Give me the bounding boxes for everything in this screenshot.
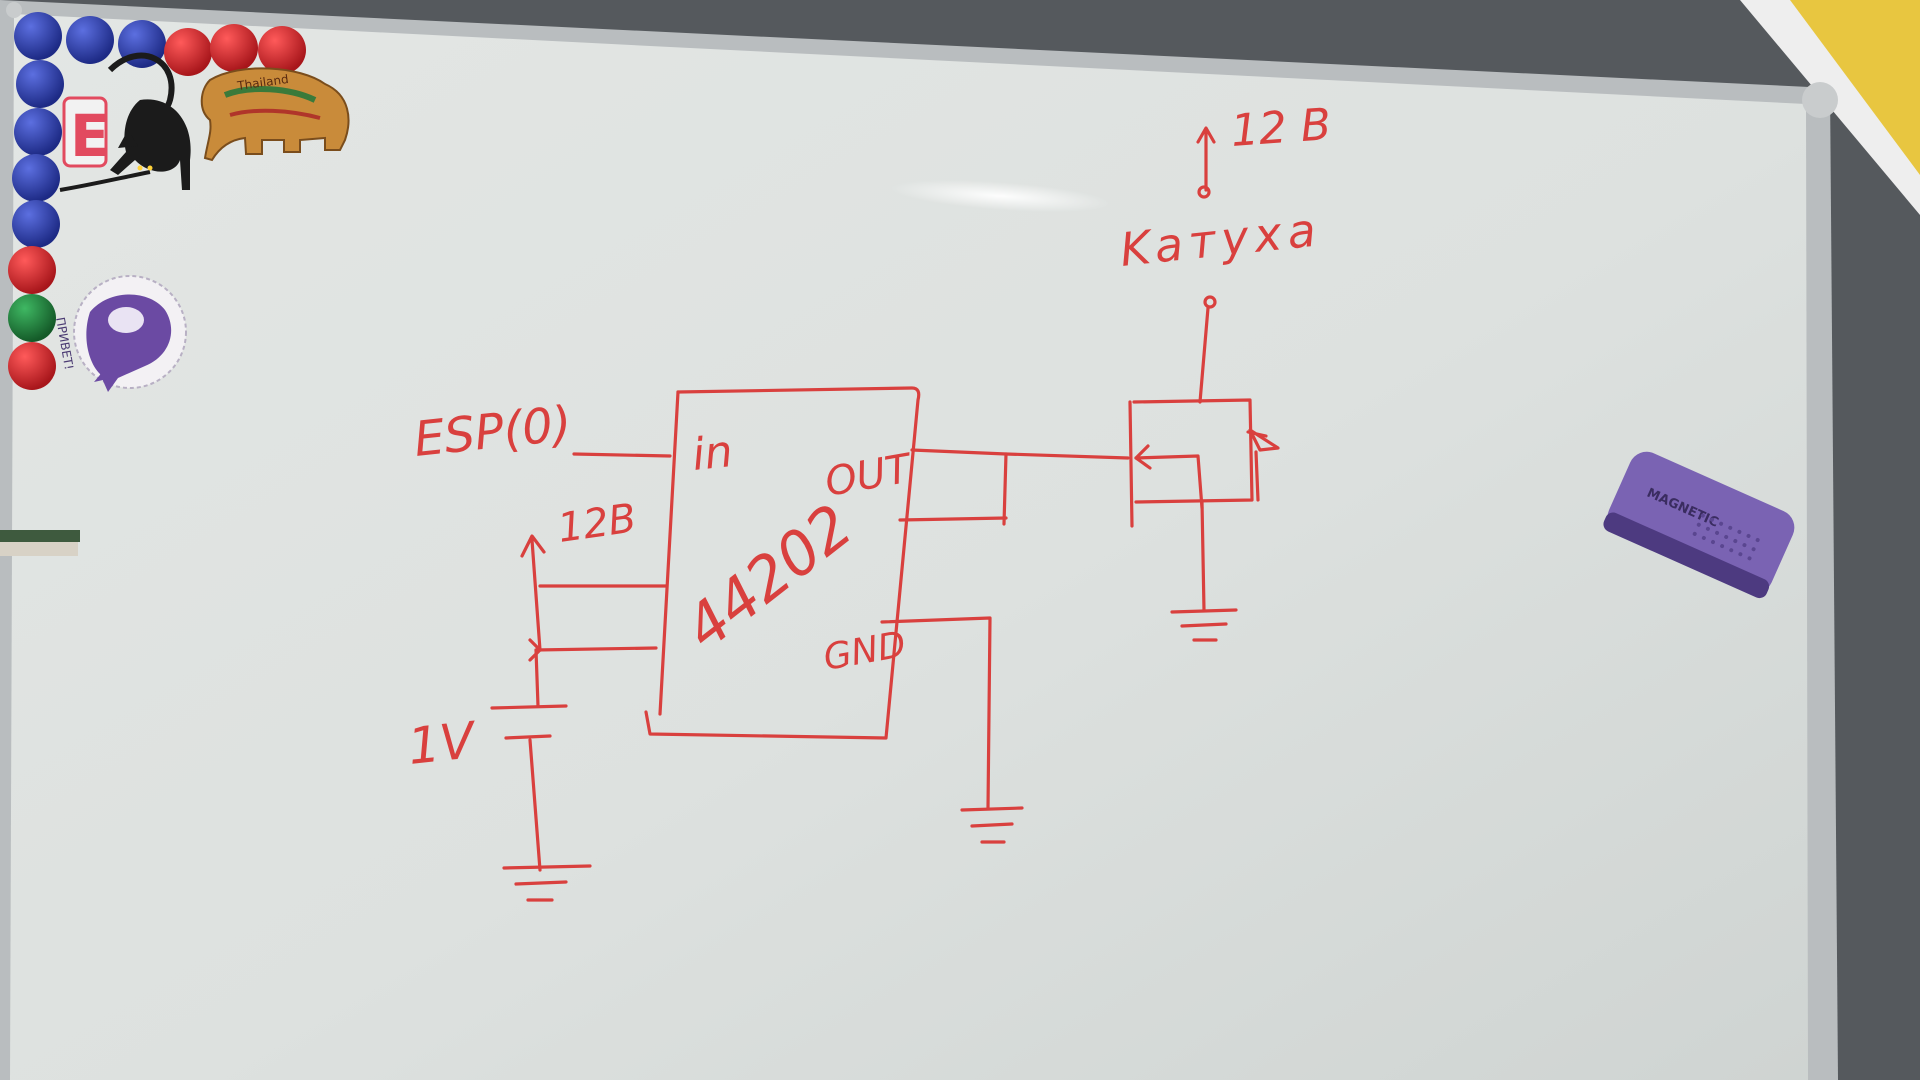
frame-corner-cap <box>1802 82 1838 118</box>
magnetic-eraser: MAGNETIC <box>1603 451 1795 599</box>
ic-box <box>644 386 921 740</box>
ground-battery <box>502 864 592 902</box>
label-battery: 1V <box>405 711 480 776</box>
marker-tray <box>0 530 80 542</box>
supply-arrow-top <box>1196 126 1216 192</box>
letter-e-sticker: E <box>62 96 110 170</box>
battery-symbol <box>490 704 568 740</box>
ground-relay <box>1170 608 1238 642</box>
cat-sticker-icon <box>59 52 191 192</box>
whiteboard-surface <box>10 14 1808 1080</box>
label-pin-in: in <box>690 426 735 481</box>
relay-block <box>1132 398 1254 504</box>
light-glare <box>890 180 1110 212</box>
elephant-sticker-icon: Thailand <box>200 67 350 162</box>
supply-arrow-left <box>520 534 546 652</box>
svg-text:E: E <box>70 102 110 170</box>
coil-terminal <box>1203 295 1217 309</box>
ground-ic <box>960 806 1024 844</box>
label-supply-left: 12B <box>555 495 639 551</box>
whale-sticker-icon: ПРИВЕТ! <box>53 275 187 392</box>
gnd-wire <box>880 616 992 810</box>
label-supply-top: 12 B <box>1229 99 1332 157</box>
diode-symbol <box>1246 428 1280 452</box>
supply-node-top <box>1197 185 1211 199</box>
circuit-drawing <box>490 126 1280 902</box>
input-wire <box>572 452 672 458</box>
